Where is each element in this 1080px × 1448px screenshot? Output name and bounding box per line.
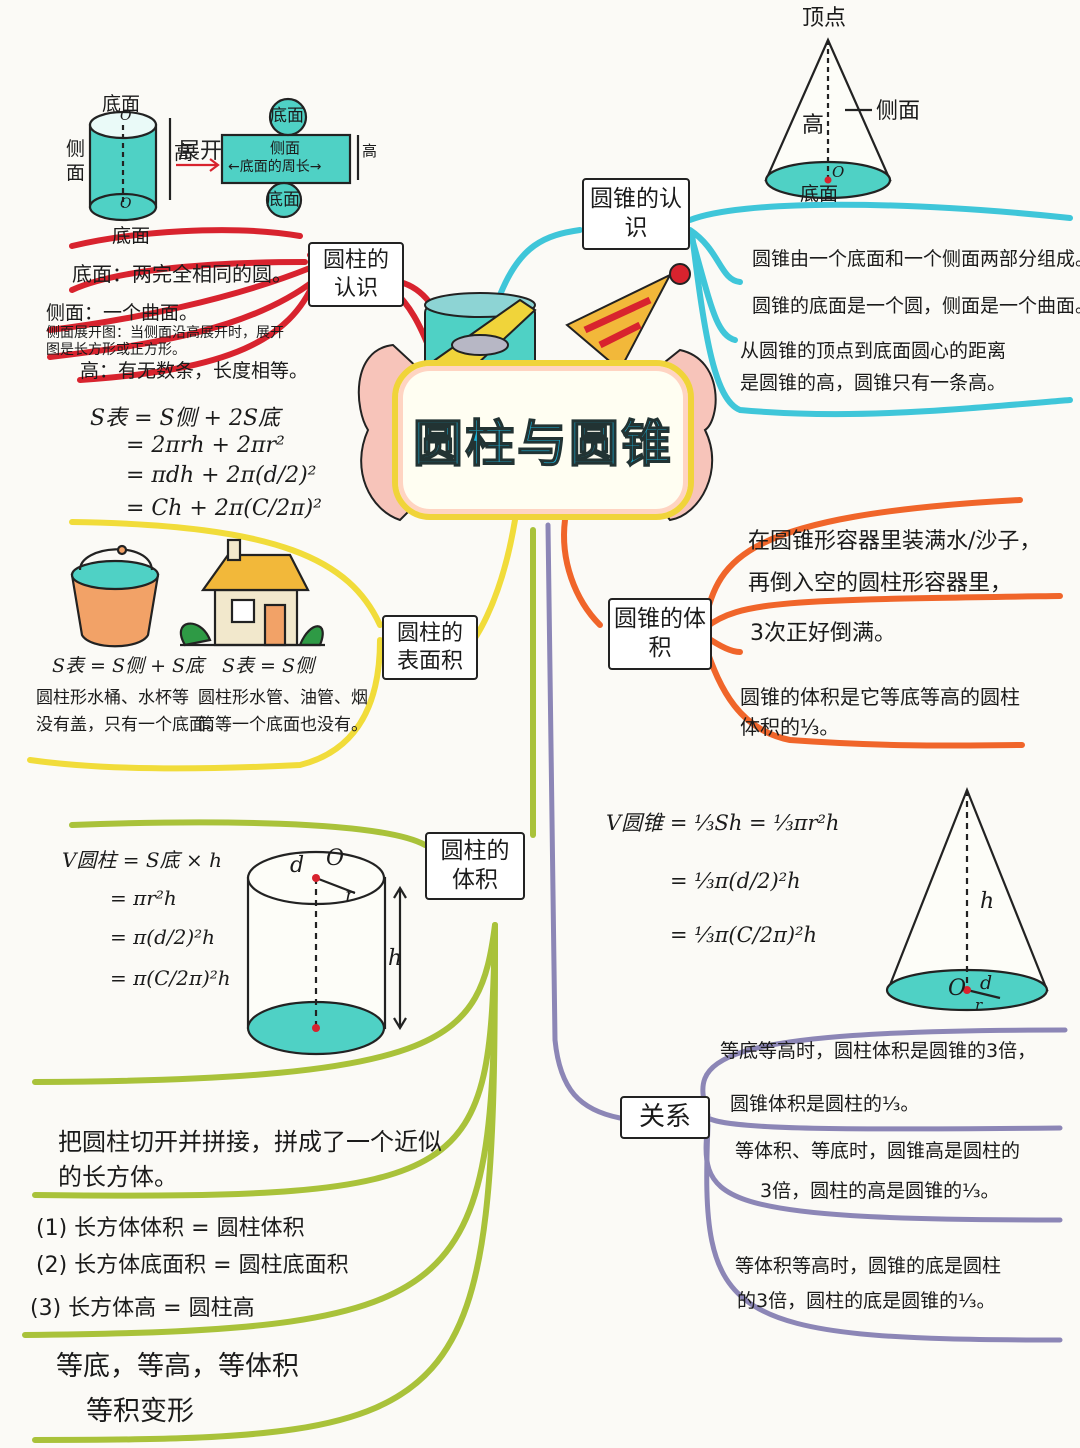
olive-branch: [22, 527, 536, 1443]
cone-fig-o: O: [832, 163, 845, 181]
relation-1b: 圆锥体积是圆柱的⅓。: [730, 1093, 920, 1115]
cylinder-volume-formula-3: = π(d/2)²h: [110, 925, 216, 949]
cone-volume-formula-1: V圆锥 = ⅓Sh = ⅓πr²h: [606, 811, 840, 835]
fig-label-top-base: 底面: [102, 93, 141, 115]
cone-note-1: 圆锥的体积是它等底等高的圆柱: [740, 685, 1020, 709]
cone-fig-d: d: [980, 972, 993, 994]
relation-label: 关系: [620, 1096, 710, 1139]
cone-exp-2: 再倒入空的圆柱形容器里，: [748, 571, 1013, 596]
cone-fig-side: 侧面: [876, 99, 921, 124]
cone-fig-h: h: [980, 889, 995, 914]
relation-2a: 等体积、等底时，圆锥高是圆柱的: [735, 1140, 1021, 1162]
surface-formula-line2: = 2πrh + 2πr²: [126, 433, 285, 458]
cylinder-fact-net: 侧面展开图：当侧面沿高展开时，展开图是长方形或正方形。: [46, 325, 284, 358]
fig-label-side: 侧面: [66, 138, 86, 184]
derive-line-2: 的长方体。: [58, 1163, 178, 1191]
cone-exp-1: 在圆锥形容器里装满水/沙子，: [748, 529, 1042, 554]
net-label-top: 底面: [270, 106, 304, 126]
cylinder-fact-height: 高：有无数条，长度相等。: [80, 360, 309, 382]
relation-1a: 等底等高时，圆柱体积是圆锥的3倍，: [720, 1040, 1037, 1062]
cyl-fig-d: d: [290, 853, 305, 878]
summary-line-1: 等底，等高，等体积: [56, 1351, 299, 1382]
cone-knowledge-label: 圆锥的认识: [582, 178, 690, 250]
relation-2b: 3倍，圆柱的高是圆锥的⅓。: [760, 1180, 1000, 1202]
cylinder-fact-side: 侧面：一个曲面。: [46, 302, 199, 324]
cylinder-surface-label: 圆柱的表面积: [382, 615, 478, 680]
cylinder-fact-base: 底面：两完全相同的圆。: [72, 262, 292, 286]
cyl-fig-o: O: [326, 846, 345, 871]
pipe-formula: S表 = S侧: [222, 655, 315, 677]
surface-formula-line1: S表 = S侧 + 2S底: [90, 406, 281, 431]
cone-exp-3: 3次正好倒满。: [750, 621, 896, 646]
cone-fig-height: 高: [802, 113, 825, 138]
cone-volume-figure: [885, 787, 1049, 1012]
cone-volume-formula-3: = ⅓π(C/2π)²h: [670, 923, 818, 947]
net-label-bottom: 底面: [266, 190, 300, 210]
cylinder-net-figure: [220, 97, 360, 219]
net-label-side: 侧面: [270, 139, 301, 157]
cylinder-volume-formula-4: = π(C/2π)²h: [110, 966, 231, 990]
cyan-branch: [497, 201, 1073, 418]
cone-fact-2: 圆锥的底面是一个圆，侧面是一个曲面。: [752, 295, 1080, 317]
derive-line-1: 把圆柱切开并拼接，拼成了一个近似: [58, 1128, 442, 1156]
central-title-frame: 圆柱与圆锥: [392, 360, 694, 520]
cylinder-volume-figure: [246, 850, 407, 1056]
purple-branch: [545, 522, 1068, 1343]
cone-note-2: 体积的⅓。: [740, 715, 840, 739]
cone-volume-formula-2: = ⅓π(d/2)²h: [670, 869, 801, 893]
relation-3b: 的3倍，圆柱的底是圆锥的⅓。: [737, 1290, 996, 1312]
cone-volume-label: 圆锥的体积: [608, 598, 712, 670]
cylinder-volume-formula-2: = πr²h: [110, 886, 177, 910]
cylinder-knowledge-label: 圆柱的认识: [308, 242, 404, 307]
net-label-height: 高: [362, 142, 378, 160]
fig-label-o-top: O: [120, 108, 132, 124]
derive-item-3: (3) 长方体高 = 圆柱高: [30, 1296, 255, 1321]
surface-formula-line3: = πdh + 2π(d/2)²: [126, 463, 317, 488]
cone-fact-4: 是圆锥的高，圆锥只有一条高。: [740, 372, 1007, 394]
cone-fig-r: r: [975, 996, 983, 1014]
house-figure: [179, 538, 325, 647]
pipe-note-1: 圆柱形水管、油管、烟: [198, 688, 368, 708]
cone-fig-vertex: 顶点: [802, 6, 847, 31]
bucket-formula: S表 = S侧 + S底: [52, 655, 205, 677]
cone-fact-1: 圆锥由一个底面和一个侧面两部分组成。: [752, 248, 1080, 270]
cylinder-volume-label: 圆柱的体积: [425, 832, 525, 900]
cone-figure: [764, 37, 892, 200]
cyl-fig-h: h: [388, 946, 403, 971]
cylinder-figure: [88, 110, 220, 222]
cyl-fig-r: r: [345, 884, 355, 906]
cone-fact-3: 从圆锥的顶点到底面圆心的距离: [740, 340, 1007, 362]
fig-label-o-bottom: O: [120, 196, 132, 212]
bucket-figure: [70, 544, 160, 648]
summary-line-2: 等积变形: [86, 1396, 194, 1427]
cone-fig-bottom: 底面: [800, 183, 839, 205]
cone-fig-o2: O: [948, 976, 967, 1001]
derive-item-1: (1) 长方体体积 = 圆柱体积: [36, 1216, 305, 1241]
central-title: 圆柱与圆锥: [412, 414, 673, 474]
derive-item-2: (2) 长方体底面积 = 圆柱底面积: [36, 1253, 349, 1278]
net-label-perimeter: ←底面的周长→: [228, 159, 322, 175]
surface-formula-line4: = Ch + 2π(C/2π)²: [126, 496, 322, 521]
bucket-note-1: 圆柱形水桶、水杯等: [36, 688, 189, 708]
fig-label-height: 高: [174, 142, 194, 164]
bucket-note-2: 没有盖，只有一个底面。: [36, 715, 223, 735]
pipe-note-2: 筒等一个底面也没有。: [198, 715, 368, 735]
cylinder-volume-formula-1: V圆柱 = S底 × h: [62, 848, 222, 872]
fig-label-bottom-base: 底面: [112, 225, 151, 247]
red-branch: [47, 227, 453, 383]
unfold-label: 展开: [178, 139, 223, 164]
relation-3a: 等体积等高时，圆锥的底是圆柱: [735, 1255, 1002, 1277]
